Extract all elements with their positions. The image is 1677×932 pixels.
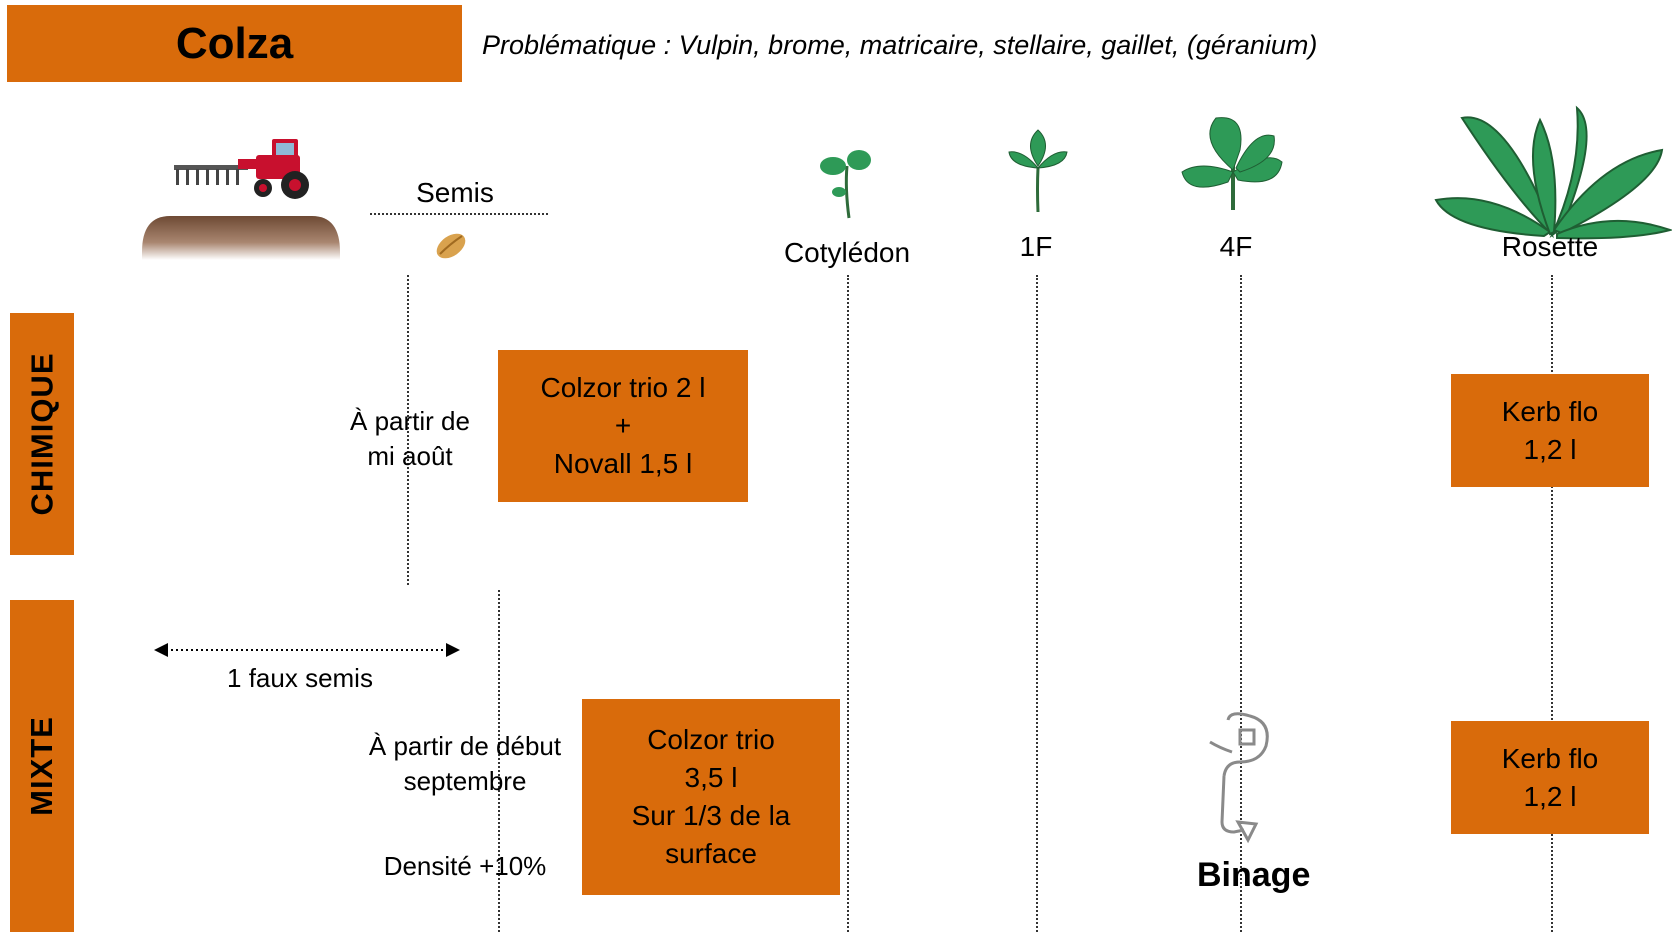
title-box: Colza <box>7 5 462 82</box>
rosette-plant-icon <box>1434 105 1672 240</box>
mixte-treatment1-line4: surface <box>665 838 757 869</box>
page-title: Colza <box>175 18 294 68</box>
mixte-start-line <box>498 590 500 932</box>
chimique-treatment1-line3: Novall 1,5 l <box>553 448 693 479</box>
stage-label-semis: Semis <box>416 177 494 208</box>
chimique-treatment2-line2: 1,2 l <box>1523 433 1577 465</box>
row-label-mixte: MIXTE <box>10 600 74 932</box>
mixte-treatment-box-1: Colzor trio 3,5 l Sur 1/3 de la surface <box>582 699 840 895</box>
chimique-timing: À partir de mi août <box>330 404 490 474</box>
faux-semis-arrow <box>154 643 460 657</box>
mixte-treatment1-line1: Colzor trio <box>647 724 775 755</box>
row-label-chimique-text: CHIMIQUE <box>24 352 59 516</box>
four-leaf-plant-icon <box>1181 117 1283 210</box>
binage-label: Binage <box>1197 856 1311 894</box>
semis-timeline-line <box>407 275 409 585</box>
f1-timeline-line <box>1036 275 1038 932</box>
mixte-timing: À partir de début septembre <box>350 729 580 799</box>
rosette-timeline-line <box>1551 275 1553 932</box>
f4-timeline-line <box>1240 275 1242 932</box>
chimique-treatment1-line1: Colzor trio 2 l <box>540 372 706 403</box>
semis-underline <box>370 213 548 215</box>
chimique-treatment-box-2: Kerb flo 1,2 l <box>1451 374 1649 487</box>
mixte-treatment2-line2: 1,2 l <box>1523 780 1577 812</box>
stage-label-1f: 1F <box>1019 231 1053 262</box>
chimique-timing-line1: À partir de <box>350 406 470 436</box>
faux-semis-label: 1 faux semis <box>227 663 373 693</box>
cotyledon-timeline-line <box>847 275 849 932</box>
chimique-treatment2-line1: Kerb flo <box>1501 395 1599 427</box>
mixte-timing-line1: À partir de début <box>368 731 562 761</box>
mixte-treatment1-line3: Sur 1/3 de la <box>631 800 791 831</box>
page-subtitle: Problématique : Vulpin, brome, matricair… <box>482 30 1318 60</box>
soil-icon <box>142 216 340 260</box>
seed-icon <box>436 233 466 259</box>
mixte-treatment-box-2: Kerb flo 1,2 l <box>1451 721 1649 834</box>
chimique-treatment-box-1: Colzor trio 2 l + Novall 1,5 l <box>498 350 748 502</box>
chimique-timing-line2: mi août <box>367 441 453 471</box>
mixte-timing-line2: septembre <box>403 766 527 796</box>
chimique-treatment1-line2: + <box>614 410 632 441</box>
stage-label-4f: 4F <box>1219 231 1253 262</box>
cotyledon-plant-icon <box>820 150 871 219</box>
row-label-mixte-text: MIXTE <box>24 716 60 816</box>
mixte-treatment1-line2: 3,5 l <box>684 762 738 793</box>
mixte-density: Densité +10% <box>383 851 547 881</box>
stage-label-cotyledon: Cotylédon <box>783 237 911 268</box>
hoe-tool-icon <box>1209 712 1269 844</box>
row-label-chimique: CHIMIQUE <box>10 313 74 555</box>
one-leaf-plant-icon <box>1008 129 1068 213</box>
stage-label-rosette: Rosette <box>1501 231 1599 262</box>
mixte-treatment2-line1: Kerb flo <box>1501 742 1599 774</box>
tractor-icon <box>174 139 309 199</box>
